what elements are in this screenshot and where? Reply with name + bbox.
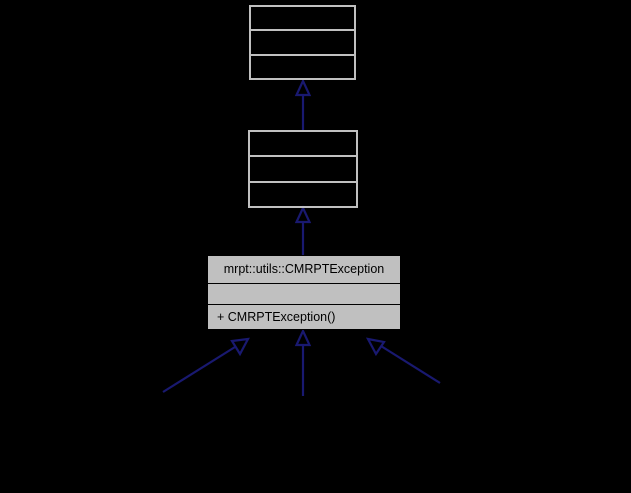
inheritance-edge-top [294, 78, 312, 130]
class-operations-compartment [250, 183, 356, 206]
class-name-compartment [250, 132, 356, 158]
uml-class-node-ancestor-top[interactable] [249, 5, 356, 80]
inheritance-edge-child-right [365, 337, 441, 384]
uml-class-node-ancestor-middle[interactable] [248, 130, 358, 208]
class-operations-compartment: + CMRPTException() [217, 309, 336, 324]
inheritance-edge-middle [294, 205, 312, 255]
class-attributes-compartment [250, 157, 356, 183]
class-name-compartment: mrpt::utils::CMRPTException [208, 256, 400, 284]
inheritance-edge-child-center [294, 328, 312, 396]
class-attributes-compartment [251, 31, 354, 56]
class-name-compartment [251, 7, 354, 32]
class-attributes-compartment [208, 284, 400, 305]
inheritance-edge-child-left [162, 337, 250, 393]
class-operations-compartment [251, 56, 354, 78]
uml-class-node-cmrptexception[interactable]: mrpt::utils::CMRPTException + CMRPTExcep… [207, 255, 401, 330]
